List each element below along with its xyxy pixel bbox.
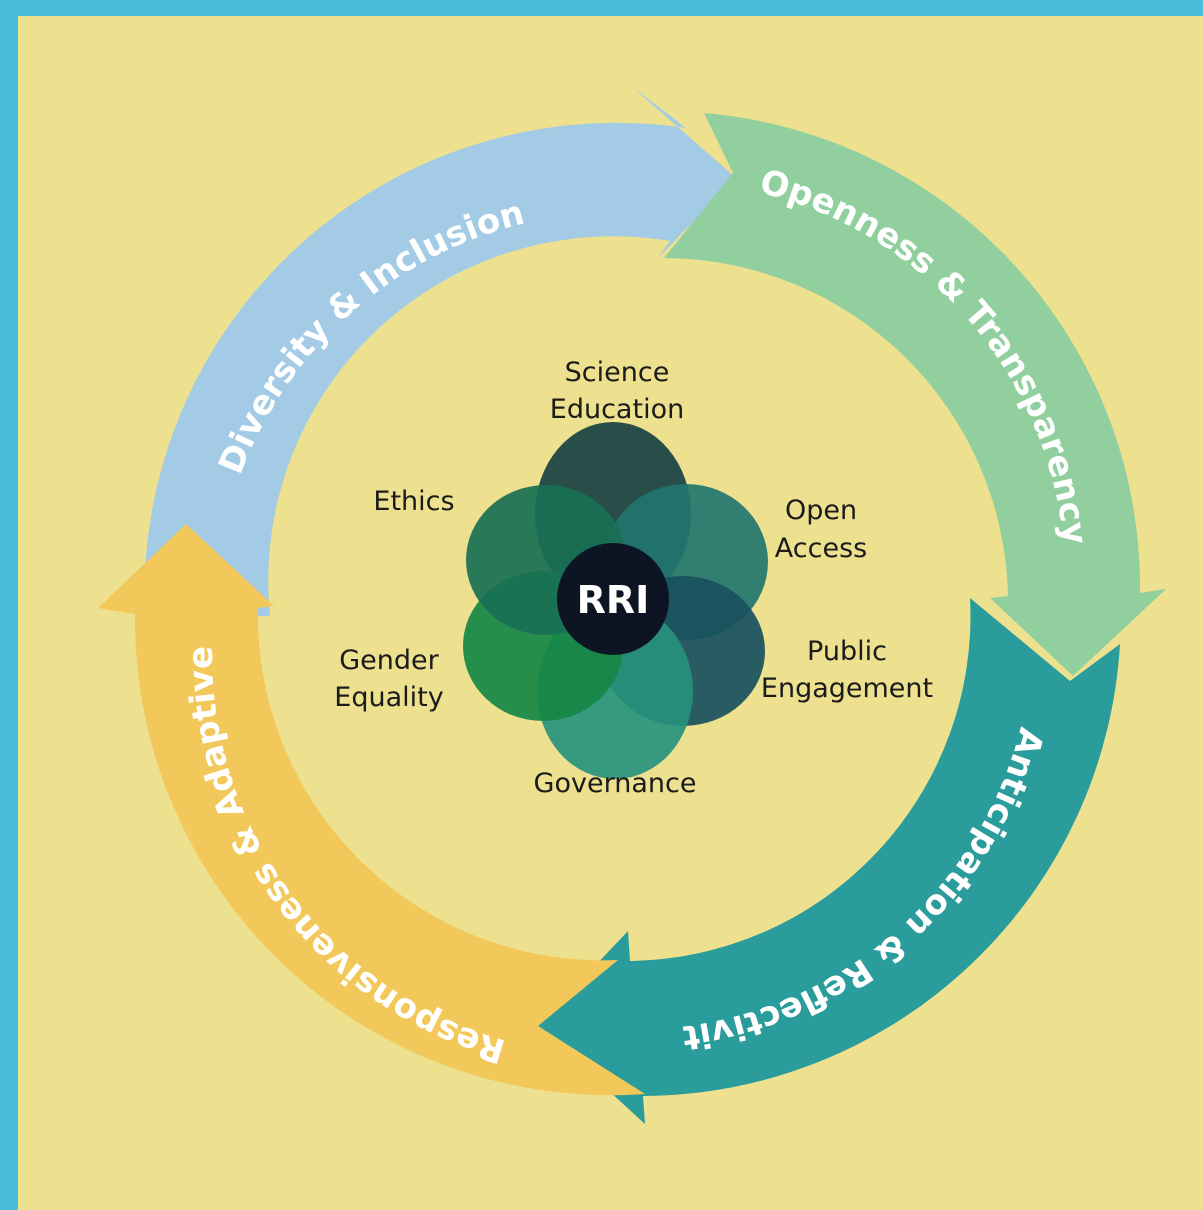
- facet-ethics: Ethics: [373, 486, 454, 517]
- openness-transparency-arrow: [664, 113, 1166, 676]
- facet-public-engagement-line1: Public: [807, 636, 887, 667]
- facet-governance: Governance: [534, 768, 697, 799]
- rri-center-circle: [557, 543, 669, 655]
- rri-flower: RRI: [463, 422, 768, 779]
- rri-center-label: RRI: [577, 578, 650, 622]
- facet-science-education-line1: Science: [565, 357, 670, 388]
- facet-science-education-line2: Education: [550, 394, 684, 425]
- anticipation-reflectivity-arrow: [538, 598, 1120, 1124]
- facet-gender-equality-line2: Equality: [334, 682, 443, 713]
- facet-public-engagement-line2: Engagement: [761, 673, 933, 704]
- diversity-inclusion-arrow: [144, 85, 736, 618]
- responsiveness-adaptive-arrow: [98, 524, 645, 1096]
- diagram-panel: Diversity & Inclusion Openness & Transpa…: [18, 16, 1203, 1210]
- facet-open-access-line2: Access: [775, 533, 867, 564]
- rri-cycle-diagram: Diversity & Inclusion Openness & Transpa…: [18, 16, 1166, 1124]
- facet-open-access-line1: Open: [785, 495, 857, 526]
- facet-gender-equality-line1: Gender: [339, 645, 439, 676]
